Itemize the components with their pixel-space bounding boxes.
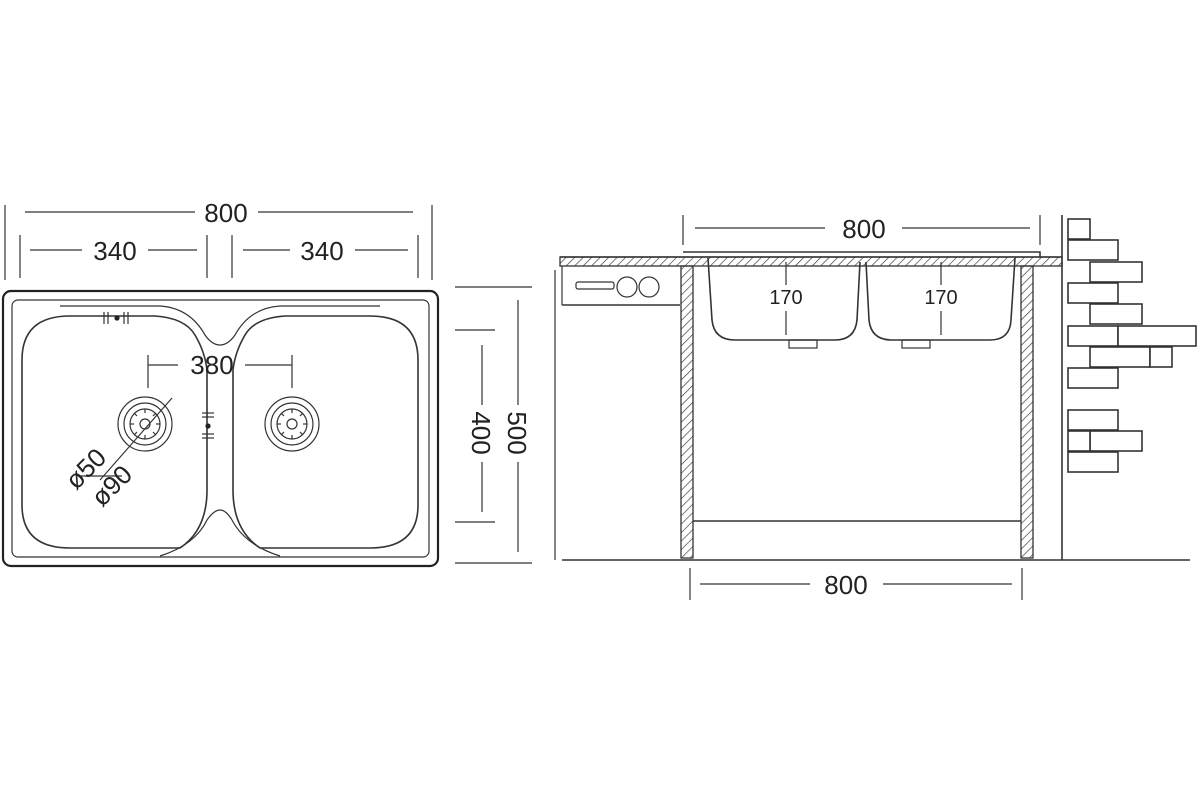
label-400: 400 — [466, 411, 496, 454]
dim-drain-spacing: 380 — [147, 350, 293, 388]
label-170-left: 170 — [769, 287, 802, 309]
dim-overall-width: 800 — [4, 198, 433, 280]
label-800-top: 800 — [204, 198, 247, 228]
control-knob-left — [616, 276, 638, 298]
sink-outer-frame — [1, 289, 440, 568]
label-340-left: 340 — [93, 236, 136, 266]
overflow-marker-top — [103, 312, 129, 324]
brick-wall — [1061, 215, 1197, 560]
side-left-bowl — [707, 257, 861, 341]
countertop — [559, 256, 1063, 267]
cabinet-left-panel — [680, 265, 694, 559]
side-view: 800 170 170 — [554, 214, 1197, 600]
dim-bowl-widths: 340 340 — [19, 235, 419, 278]
left-drain-fitting — [788, 339, 818, 349]
sink-inner-frame — [11, 299, 430, 558]
label-170-right: 170 — [924, 287, 957, 309]
overflow-marker-middle — [202, 412, 214, 439]
right-drain-fitting — [901, 339, 931, 349]
control-knob-right — [638, 276, 660, 298]
left-drain — [117, 396, 173, 452]
label-500: 500 — [502, 411, 532, 454]
dim-cabinet-width: 800 — [689, 568, 1023, 600]
label-380: 380 — [190, 350, 233, 380]
right-drain — [264, 396, 320, 452]
dim-side-top-width: 800 — [682, 214, 1041, 245]
dim-overall-depth: 500 — [455, 286, 532, 564]
dim-bowl-length: 400 — [455, 329, 496, 523]
label-800-side-bottom: 800 — [824, 570, 867, 600]
right-bowl — [232, 315, 419, 549]
side-right-bowl — [865, 257, 1016, 341]
diameter-leader — [99, 397, 173, 481]
top-view: 800 340 340 — [1, 198, 532, 568]
left-bowl — [21, 315, 208, 549]
label-800-side-top: 800 — [842, 214, 885, 244]
sink-rim-profile — [683, 251, 1041, 257]
cabinet-right-panel — [1020, 265, 1034, 559]
label-340-right: 340 — [300, 236, 343, 266]
control-slot — [575, 281, 615, 290]
